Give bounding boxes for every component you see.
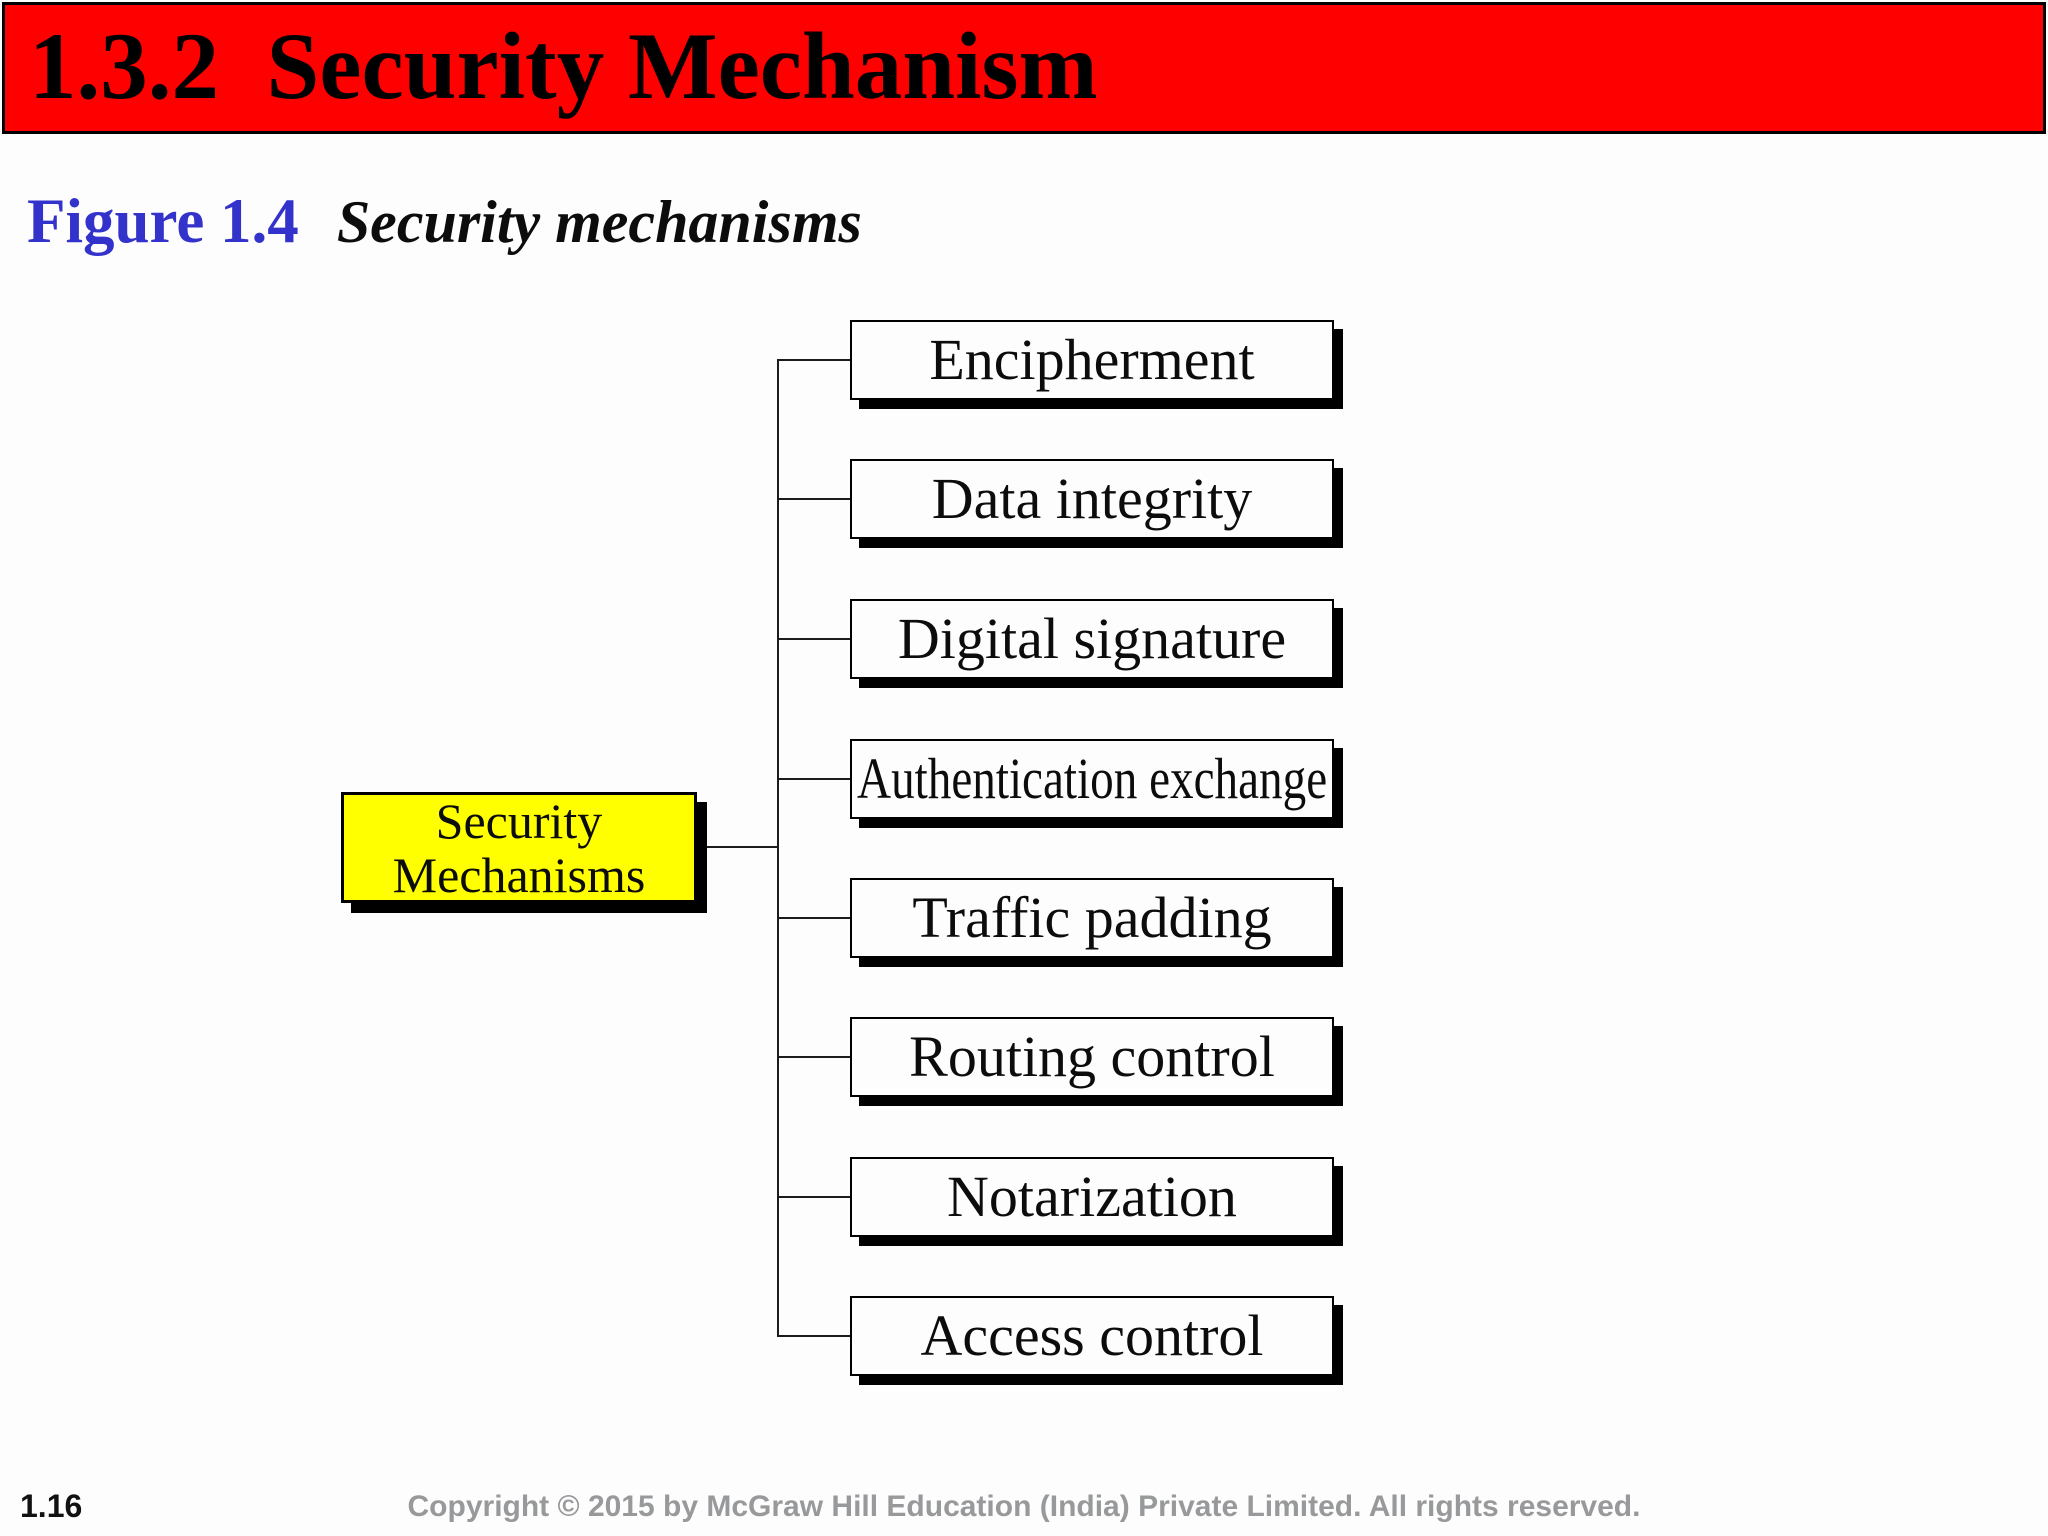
root-node-label-line1: Security [435, 792, 603, 849]
connector-branch-line [779, 1056, 850, 1058]
mechanism-box-access-control: Access control [850, 1296, 1334, 1376]
connector-trunk-line [777, 359, 779, 1337]
mechanism-label: Access control [920, 1303, 1264, 1368]
connector-root-line [697, 846, 777, 848]
connector-branch-line [779, 498, 850, 500]
mechanism-box-routing-control: Routing control [850, 1017, 1334, 1097]
mechanism-label: Traffic padding [912, 885, 1272, 950]
mechanism-box-data-integrity: Data integrity [850, 459, 1334, 539]
mechanism-box-traffic-padding: Traffic padding [850, 878, 1334, 958]
connector-branch-line [779, 359, 850, 361]
header-banner: 1.3.2 Security Mechanism [2, 2, 2046, 134]
page-number: 1.16 [20, 1488, 83, 1524]
connector-branch-line [779, 638, 850, 640]
mechanism-label: Digital signature [897, 606, 1287, 671]
figure-caption-row: Figure 1.4 Security mechanisms [27, 190, 862, 253]
root-node-security-mechanisms: Security Mechanisms [341, 792, 697, 903]
mechanism-box-authentication-exchange: Authentication exchange [850, 739, 1334, 819]
mechanism-label: Routing control [909, 1024, 1275, 1089]
connector-branch-line [779, 1335, 850, 1337]
connector-branch-line [779, 1196, 850, 1198]
mechanism-box-encipherment: Encipherment [850, 320, 1334, 400]
copyright-text: Copyright © 2015 by McGraw Hill Educatio… [407, 1490, 1641, 1523]
root-node-label-line2: Mechanisms [392, 846, 646, 903]
slide-title: 1.3.2 Security Mechanism [29, 12, 1098, 119]
figure-caption: Security mechanisms [336, 189, 862, 255]
mechanism-label: Authentication exchange [856, 746, 1328, 811]
mechanism-box-digital-signature: Digital signature [850, 599, 1334, 679]
connector-branch-line [779, 778, 850, 780]
mechanism-label: Notarization [947, 1164, 1237, 1229]
figure-label: Figure 1.4 [27, 186, 299, 256]
mechanism-label: Encipherment [929, 327, 1255, 392]
mechanism-box-notarization: Notarization [850, 1157, 1334, 1237]
connector-branch-line [779, 917, 850, 919]
mechanism-label: Data integrity [931, 466, 1253, 531]
